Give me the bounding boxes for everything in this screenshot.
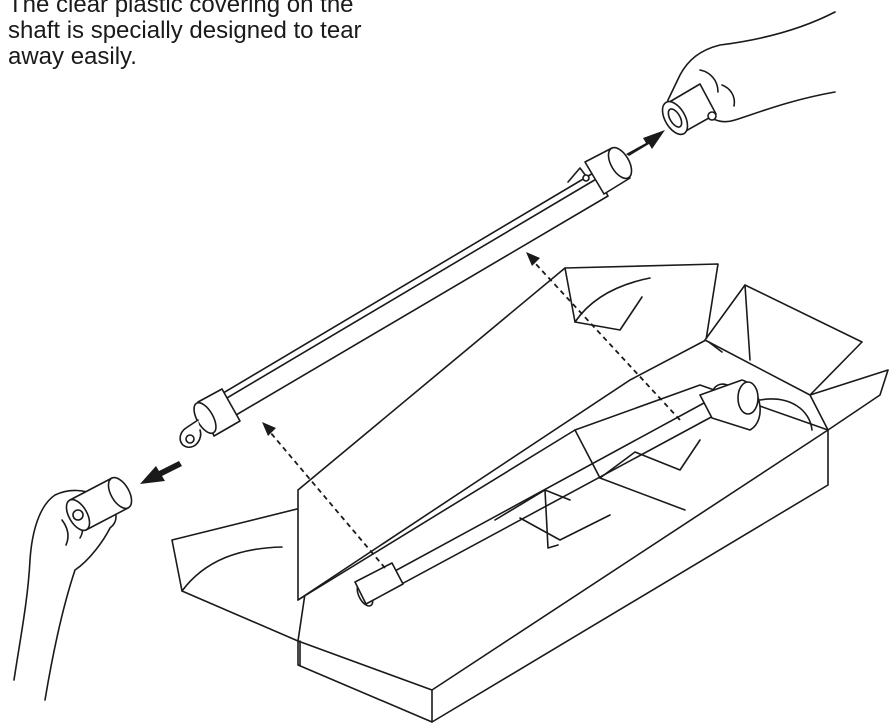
- shaft: [179, 146, 633, 448]
- end-cap-right: [661, 83, 717, 136]
- shaft-in-box: [359, 396, 729, 601]
- lift-arrows: [262, 252, 681, 569]
- box-left-flap: [171, 506, 311, 642]
- caption-line-1: The clear plastic covering on the: [8, 0, 354, 18]
- caption-line-3: away easily.: [8, 43, 137, 70]
- box-right-flap: [704, 284, 863, 396]
- box: [171, 263, 889, 723]
- instruction-caption: The clear plastic covering on the shaft …: [8, 0, 448, 70]
- pull-arrow-right: [626, 130, 665, 156]
- pull-arrow-left: [140, 461, 182, 484]
- end-cap-left: [65, 476, 133, 532]
- caption-line-2: shaft is specially designed to tear: [8, 17, 362, 44]
